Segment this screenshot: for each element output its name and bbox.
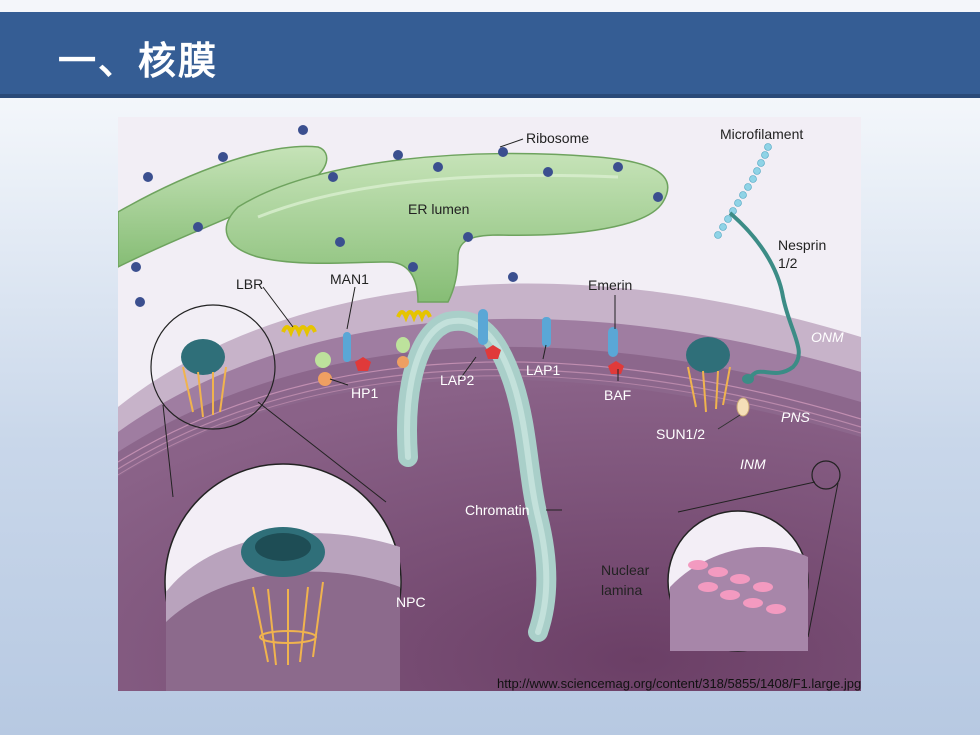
label-pns: PNS — [781, 409, 810, 425]
nuclear-envelope-diagram: Ribosome Microfilament ER lumen Nesprin … — [118, 117, 861, 691]
label-emerin: Emerin — [588, 277, 632, 293]
er-sheet-left — [118, 145, 328, 268]
label-ribosome: Ribosome — [526, 130, 589, 146]
label-lamina: lamina — [601, 582, 642, 598]
label-lap1: LAP1 — [526, 362, 560, 378]
label-chromatin: Chromatin — [465, 502, 530, 518]
npc-zoom-big — [164, 463, 402, 691]
npc-right — [686, 337, 731, 413]
label-er-lumen: ER lumen — [408, 201, 469, 217]
label-baf: BAF — [604, 387, 631, 403]
label-nesprin-2: 1/2 — [778, 255, 798, 271]
lbr2-protein — [396, 310, 432, 368]
label-man1: MAN1 — [330, 271, 369, 287]
top-strip — [0, 0, 980, 12]
label-lap2: LAP2 — [440, 372, 474, 388]
emerin-protein — [608, 327, 624, 374]
label-nesprin: Nesprin — [778, 237, 826, 253]
label-inm: INM — [740, 456, 766, 472]
label-sun: SUN1/2 — [656, 426, 705, 442]
image-credit-url: http://www.sciencemag.org/content/318/58… — [497, 676, 862, 691]
sun-protein — [736, 397, 750, 417]
nesprin — [728, 211, 801, 381]
label-microfilament: Microfilament — [720, 126, 803, 142]
lap2-protein — [478, 309, 501, 359]
label-onm: ONM — [811, 329, 844, 345]
man1-protein — [343, 332, 371, 371]
lap1-protein — [542, 317, 551, 347]
lamina-zoom-small-circle — [811, 460, 841, 490]
lbr-protein — [281, 325, 332, 386]
label-nuclear: Nuclear — [601, 562, 650, 578]
ribosomes — [131, 125, 663, 307]
er-sheet-main — [225, 152, 669, 303]
microfilament — [714, 143, 772, 239]
slide-title: 一、核膜 — [58, 39, 219, 83]
label-lbr: LBR — [236, 276, 263, 292]
label-hp1: HP1 — [351, 385, 378, 401]
label-npc: NPC — [396, 594, 426, 610]
title-bar: 一、核膜 — [0, 12, 980, 98]
npc-zoom-small-circle — [150, 304, 276, 430]
lamina-zoom-big — [667, 510, 809, 652]
npc-left — [181, 339, 227, 418]
